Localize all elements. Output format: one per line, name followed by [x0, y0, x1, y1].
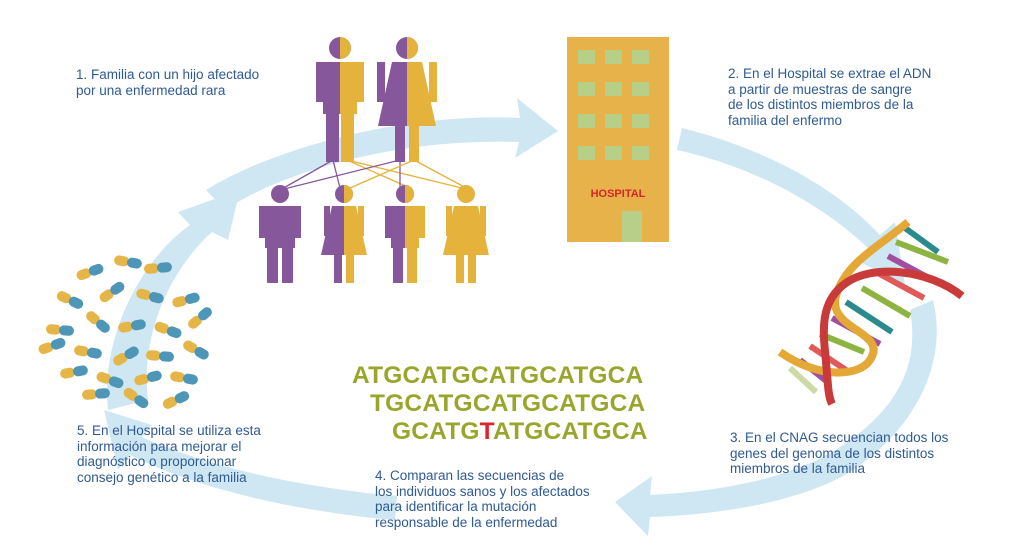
parent-father	[316, 37, 364, 162]
pill-capsule	[170, 371, 198, 385]
sequence-row-mutated: GCATGTATGCATGCA	[352, 418, 682, 446]
step-4-line: para identificar la mutación	[375, 499, 537, 514]
pill-capsule	[134, 370, 162, 386]
pill-capsule	[114, 255, 142, 269]
sequence-segment: GCATG	[392, 418, 480, 445]
medication-pills	[38, 255, 212, 409]
dna-strand-red	[819, 267, 965, 406]
sequence-segment: ATGCATGCA	[493, 418, 648, 445]
child-affected-son	[259, 185, 301, 283]
step-5-line: información para mejorar el	[77, 438, 242, 454]
pill-capsule	[154, 321, 182, 339]
step-2-line: familia del enfermo	[728, 112, 843, 128]
pill-capsule	[188, 307, 212, 329]
arrow-hospital-to-dna	[677, 128, 905, 285]
pill-capsule	[123, 387, 149, 409]
pill-capsule	[99, 281, 125, 303]
step-1-line: 1. Familia con un hijo afectado	[76, 67, 260, 82]
pill-capsule	[60, 365, 88, 379]
dna-sequences: ATGCATGCATGCATGCA TGCATGCATGCATGCA GCATG…	[352, 362, 682, 446]
pill-capsule	[113, 346, 139, 366]
pill-capsule	[76, 263, 104, 281]
child-carrier-daughter	[321, 185, 367, 283]
step-2-hospital-dna: 2. En el Hospital se extrae el ADN a par…	[728, 66, 931, 128]
step-2-line: a partir de muestras de sangre	[728, 81, 912, 97]
step-4-line: los individuos sanos y los afectados	[375, 483, 590, 499]
pill-capsule	[172, 292, 200, 308]
step-1-line: por una enfermedad rara	[76, 82, 226, 98]
arrow-family-to-hospital	[206, 98, 558, 210]
step-3-line: 3. En el CNAG secuencian todos los	[730, 430, 949, 445]
arrow-dna-to-compare	[615, 300, 937, 536]
arrow-hospital-to-family	[106, 190, 241, 410]
sequence-row: TGCATGCATGCATGCA	[370, 390, 646, 417]
pill-capsule	[56, 291, 84, 309]
step-5-line: diagnóstico o proporcionar	[77, 454, 237, 469]
sequence-row: ATGCATGCATGCATGCA	[352, 362, 644, 389]
pill-capsule	[144, 262, 172, 274]
hospital-windows	[578, 50, 649, 242]
step-2-line: de los distintos miembros de la	[728, 97, 914, 112]
step-5-line: consejo genético a la familia	[77, 469, 247, 485]
pill-capsule	[86, 311, 110, 333]
dna-helix	[777, 218, 965, 406]
step-3-line: genes del genoma de los distintos	[730, 445, 935, 461]
step-5-line: 5. En el Hospital se utiliza esta	[77, 423, 261, 438]
pill-capsule	[46, 324, 74, 336]
hospital-sign: HOSPITAL	[591, 188, 646, 200]
pill-capsule	[38, 337, 66, 355]
pill-capsule	[74, 345, 102, 359]
pill-capsule	[118, 319, 146, 333]
step-4-line: 4. Comparan las secuencias de	[375, 468, 565, 483]
step-3-line: miembros de la familia	[730, 461, 866, 476]
pill-capsule	[162, 391, 190, 409]
step-3-cnag-sequencing: 3. En el CNAG secuencian todos los genes…	[730, 430, 948, 477]
parent-mother	[377, 37, 437, 162]
step-5-diagnosis: 5. En el Hospital se utiliza esta inform…	[77, 423, 261, 485]
pill-capsule	[82, 388, 110, 400]
step-4-line: responsable de la enfermedad	[375, 514, 558, 530]
pill-capsule	[96, 371, 124, 389]
arrow-compare-to-hospital	[104, 410, 397, 520]
pill-capsule	[146, 350, 174, 362]
step-1-family: 1. Familia con un hijo afectado por una …	[76, 67, 259, 98]
mutation-base: T	[479, 418, 494, 445]
dna-strand-gold	[777, 218, 911, 377]
hospital-building: HOSPITAL	[567, 37, 669, 242]
step-4-compare-sequences: 4. Comparan las secuencias de los indivi…	[375, 468, 590, 530]
inheritance-lines	[279, 159, 471, 191]
step-2-line: 2. En el Hospital se extrae el ADN	[728, 66, 932, 81]
child-carrier-son	[385, 185, 425, 283]
child-healthy-daughter	[443, 185, 489, 283]
pill-capsule	[183, 340, 209, 360]
pill-capsule	[136, 288, 164, 304]
